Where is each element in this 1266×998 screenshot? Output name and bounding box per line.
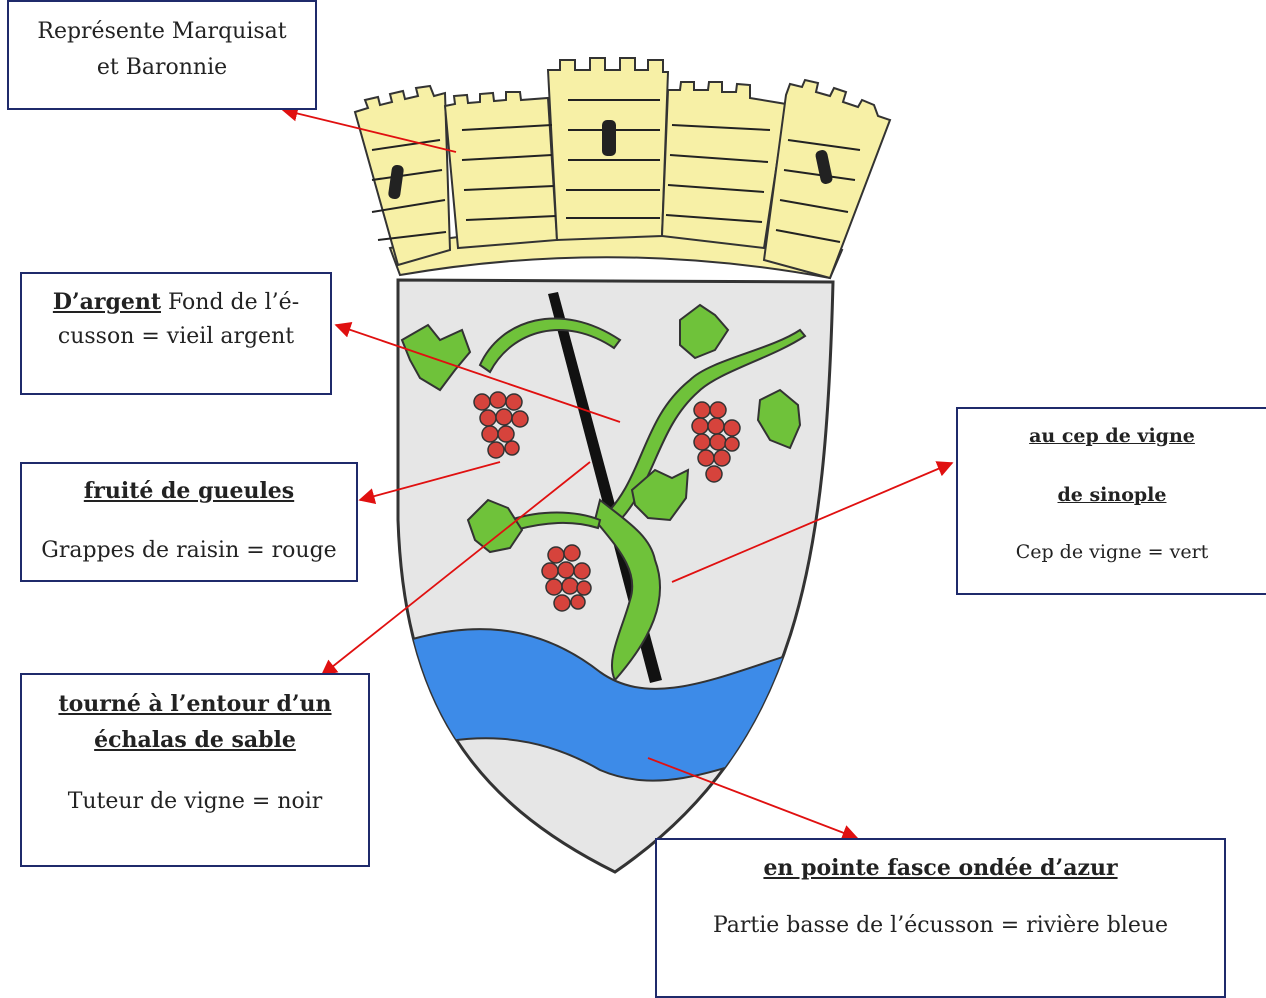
arrow-sinople <box>671 461 954 583</box>
grape-cluster-left <box>473 391 529 459</box>
window-left <box>388 164 404 200</box>
label-box-argent: D’argent Fond de l’é- cusson = vieil arg… <box>20 272 332 395</box>
label-box-sinople: au cep de vigne de sinople Cep de vigne … <box>956 407 1266 595</box>
gueules-title: fruité de gueules <box>83 478 295 504</box>
grapes-icon <box>473 391 741 612</box>
vine-icon <box>478 317 807 682</box>
gueules-desc: Grappes de raisin = rouge <box>41 538 337 563</box>
sinople-title1: au cep de vigne <box>1029 425 1195 447</box>
label-box-crown: Représente Marquisat et Baronnie <box>7 0 317 110</box>
label-box-sable: tourné à l’entour d’un échalas de sable … <box>20 673 370 867</box>
grape-cluster-right <box>691 401 741 483</box>
argent-label-line2: cusson = vieil argent <box>57 324 295 349</box>
crown-label-line1: Représente Marquisat <box>37 19 287 44</box>
label-box-azur: en pointe fasce ondée d’azur Partie bass… <box>655 838 1226 998</box>
sable-title2: échalas de sable <box>94 727 296 753</box>
tower-right-mid <box>660 81 788 250</box>
sinople-desc: Cep de vigne = vert <box>1015 541 1209 563</box>
argent-title: D’argent <box>52 289 161 315</box>
crown-label-line2: et Baronnie <box>96 55 228 80</box>
window-right <box>815 150 833 184</box>
arrow-icon <box>281 105 954 841</box>
sinople-title2: de sinople <box>1057 484 1167 506</box>
sable-desc: Tuteur de vigne = noir <box>67 789 323 814</box>
argent-rest: Fond de l’é- <box>161 290 300 315</box>
sable-title1: tourné à l’entour d’un <box>58 691 332 717</box>
arrow-crown <box>281 105 457 153</box>
arrow-gueules <box>358 461 501 504</box>
arrow-argent <box>334 322 621 423</box>
arrow-sable <box>320 461 591 677</box>
tower-left-mid <box>443 91 559 250</box>
vine-leaf-icon <box>400 303 802 554</box>
window-center <box>602 120 616 156</box>
argent-label-line1: D’argent Fond de l’é- <box>22 287 330 318</box>
azur-desc: Partie basse de l’écusson = rivière bleu… <box>712 913 1169 938</box>
grape-cluster-bottom <box>541 544 592 612</box>
arrow-azur <box>647 757 859 841</box>
river-icon <box>398 628 833 782</box>
label-box-gueules: fruité de gueules Grappes de raisin = ro… <box>20 462 358 582</box>
azur-title: en pointe fasce ondée d’azur <box>763 855 1118 881</box>
crown-icon <box>353 57 892 280</box>
